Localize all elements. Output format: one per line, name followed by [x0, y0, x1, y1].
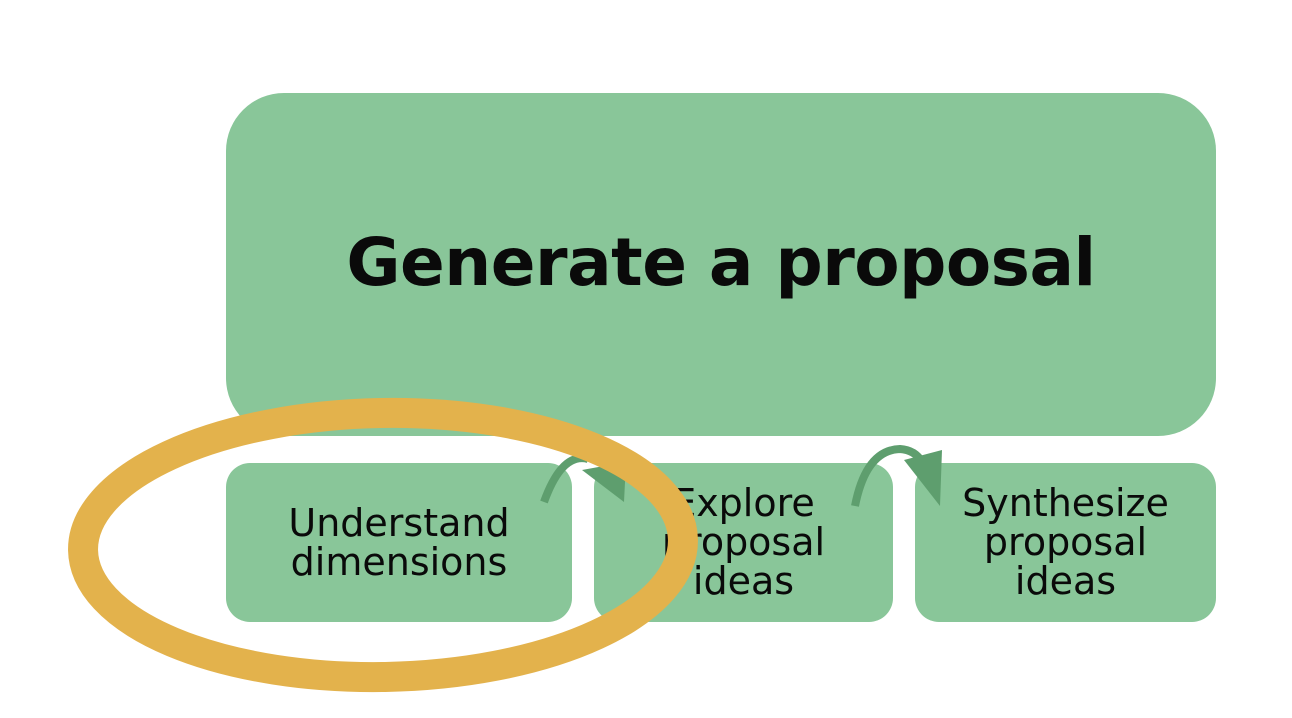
step-label: Explore proposal ideas — [661, 481, 826, 603]
step-label: Synthesize proposal ideas — [962, 481, 1169, 603]
main-process-box: Generate a proposal — [226, 93, 1216, 436]
step-explore-proposal-ideas: Explore proposal ideas — [594, 463, 893, 622]
step-understand-dimensions: Understand dimensions — [226, 463, 572, 622]
step-label: Understand dimensions — [288, 500, 510, 584]
step-synthesize-proposal-ideas: Synthesize proposal ideas — [915, 463, 1216, 622]
main-title: Generate a proposal — [346, 224, 1096, 301]
